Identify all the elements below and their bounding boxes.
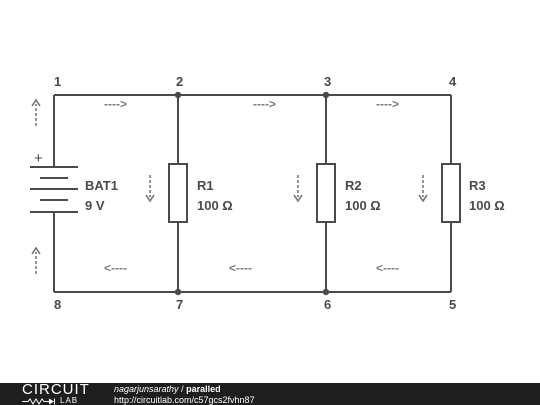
- arrowhead-icon: [31, 98, 41, 107]
- circuit-title-link[interactable]: paralled: [186, 384, 221, 394]
- circuitlab-logo[interactable]: CIRCUIT LAB: [22, 381, 96, 405]
- junction-dot: [174, 91, 182, 99]
- resistor-r2: [316, 163, 336, 223]
- battery-value: 9 V: [85, 198, 105, 213]
- r3-value: 100 Ω: [469, 198, 505, 213]
- r2-value: 100 Ω: [345, 198, 381, 213]
- current-arrow-left: <----: [229, 261, 252, 275]
- junction-dot: [174, 288, 182, 296]
- path-separator: /: [181, 384, 184, 394]
- current-arrow-left: <----: [104, 261, 127, 275]
- node-label-5: 5: [449, 297, 456, 312]
- arrowhead-icon: [31, 246, 41, 255]
- r1-name: R1: [197, 178, 214, 193]
- logo-wordmark-bottom: LAB: [60, 396, 79, 405]
- current-arrow-left: <----: [376, 261, 399, 275]
- r2-name: R2: [345, 178, 362, 193]
- circuit-url-link[interactable]: http://circuitlab.com/c57gcs2fvhn87: [114, 395, 255, 405]
- author-link[interactable]: nagarjunsarathy: [114, 384, 179, 394]
- current-arrow-right: ---->: [104, 97, 127, 111]
- current-arrow-right: ---->: [376, 97, 399, 111]
- circuit-credit: nagarjunsarathy / paralled http://circui…: [114, 384, 255, 405]
- node-label-7: 7: [176, 297, 183, 312]
- current-arrow-right: ---->: [253, 97, 276, 111]
- logo-resistor-icon: [22, 398, 55, 405]
- node-label-6: 6: [324, 297, 331, 312]
- resistor-r1: [168, 163, 188, 223]
- node-label-4: 4: [449, 74, 457, 89]
- logo-wordmark-top: CIRCUIT: [22, 381, 90, 398]
- r1-value: 100 Ω: [197, 198, 233, 213]
- node-label-3: 3: [324, 74, 331, 89]
- arrowhead-icon: [418, 194, 428, 203]
- battery-name: BAT1: [85, 178, 118, 193]
- battery-polarity: +: [34, 150, 43, 167]
- junction-dot: [322, 288, 330, 296]
- junction-dot: [322, 91, 330, 99]
- arrowhead-icon: [293, 194, 303, 203]
- r3-name: R3: [469, 178, 486, 193]
- resistor-r3: [441, 163, 461, 223]
- footer-bar: CIRCUIT LAB nagarjunsarathy / paralled h…: [0, 381, 540, 405]
- node-label-2: 2: [176, 74, 183, 89]
- circuit-schematic: ----> ----> ----> <---- <---- <---- 1 2 …: [30, 74, 505, 312]
- arrowhead-icon: [145, 194, 155, 203]
- node-label-1: 1: [54, 74, 61, 89]
- battery-symbol: [30, 166, 78, 213]
- node-label-8: 8: [54, 297, 61, 312]
